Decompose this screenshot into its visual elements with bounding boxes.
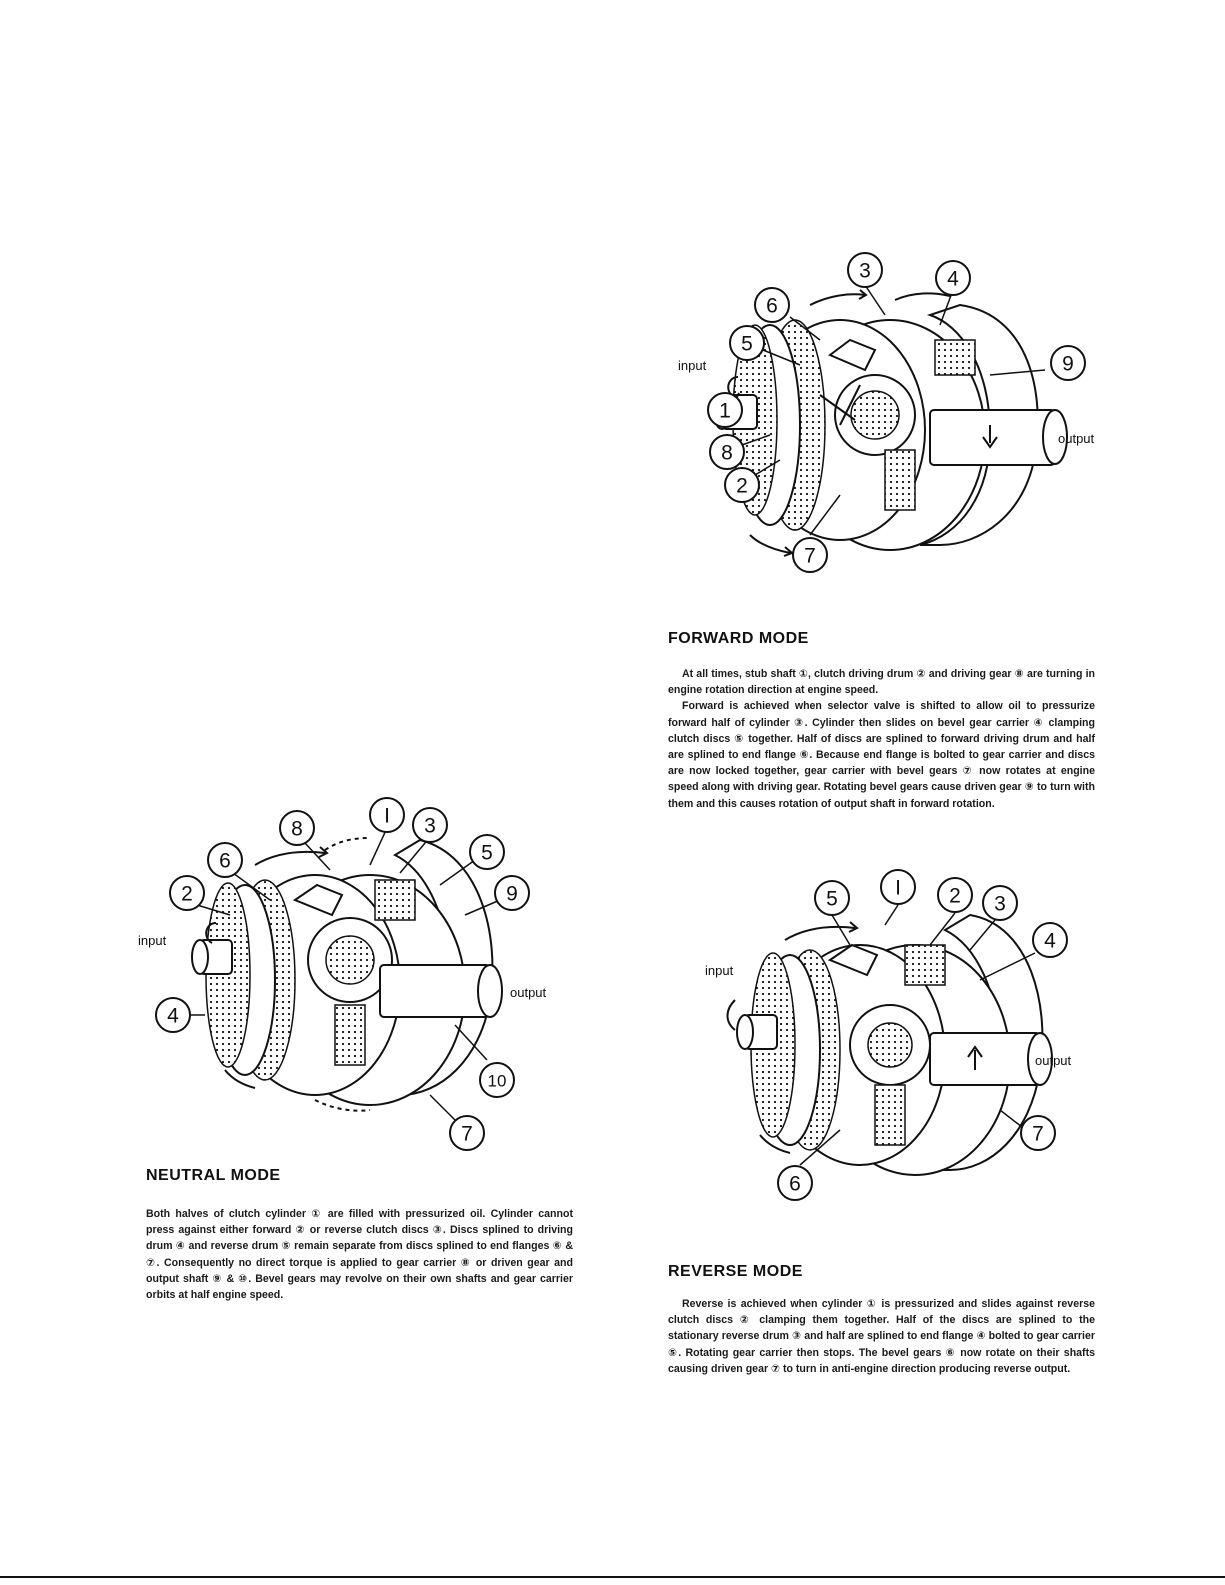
reverse-callout-4-circle (1032, 922, 1068, 958)
forward-paragraph-2: Forward is achieved when selector valve … (668, 700, 1095, 810)
reverse-gear-assembly (827, 943, 946, 1146)
reverse-callout-5: 5 (826, 888, 838, 911)
forward-rotation-arrow-top-right (894, 292, 951, 301)
forward-callout-9-circle (1050, 345, 1086, 381)
forward-callouts (707, 252, 1086, 573)
reverse-mode-title: REVERSE MODE (668, 1263, 803, 1280)
forward-callout-2-circle (724, 467, 760, 503)
neutral-gear-assembly (292, 879, 416, 1066)
neutral-output-label: output (510, 985, 547, 1000)
forward-callout-6-circle (754, 287, 790, 323)
reverse-output-shaft (929, 1032, 1053, 1086)
neutral-mode-description: Both halves of clutch cylinder ① are fil… (146, 1206, 573, 1303)
reverse-input-shaft (726, 999, 778, 1050)
reverse-callout-6-circle (777, 1165, 813, 1201)
forward-callout-7: 7 (804, 545, 816, 568)
forward-mode-diagram: 3 4 6 5 9 1 8 2 7 input output (660, 245, 1120, 585)
forward-callout-5-circle (729, 325, 765, 361)
neutral-callout-7: 7 (461, 1123, 473, 1146)
forward-callout-3: 3 (859, 260, 871, 283)
neutral-callout-10-circle (479, 1062, 515, 1098)
reverse-leader-lines (799, 904, 1036, 1166)
neutral-callout-4-circle (155, 997, 191, 1033)
reverse-callouts (777, 869, 1068, 1201)
reverse-input-label: input (705, 963, 734, 978)
forward-callout-4: 4 (947, 268, 959, 291)
neutral-rotation-arrow-top (254, 846, 329, 866)
neutral-rotation-arrow-dashed (324, 837, 371, 851)
reverse-callout-6: 6 (789, 1173, 801, 1196)
forward-callout-1: 1 (719, 400, 731, 423)
neutral-callout-8-circle (279, 810, 315, 846)
reverse-callout-1: I (895, 877, 901, 900)
forward-gear-assembly (819, 338, 976, 511)
neutral-callout-6-circle (207, 842, 243, 878)
forward-rotation-arrow-bottom (749, 534, 794, 557)
reverse-rotation-arrow-top (784, 921, 859, 941)
forward-callout-8-circle (709, 434, 745, 470)
forward-callout-9: 9 (1062, 353, 1074, 376)
neutral-callouts (155, 797, 530, 1151)
neutral-callout-10: 10 (488, 1072, 507, 1091)
neutral-output-shaft (379, 964, 503, 1018)
neutral-mode-title: NEUTRAL MODE (146, 1167, 281, 1184)
reverse-callout-2-circle (937, 877, 973, 913)
neutral-callout-3-circle (412, 807, 448, 843)
neutral-callout-9: 9 (506, 883, 518, 906)
neutral-callout-5-circle (469, 834, 505, 870)
neutral-callout-6: 6 (219, 850, 231, 873)
neutral-callout-2-circle (169, 875, 205, 911)
forward-callout-5: 5 (741, 333, 753, 356)
reverse-callout-4: 4 (1044, 930, 1056, 953)
forward-callout-4-circle (935, 260, 971, 296)
reverse-callout-7: 7 (1032, 1123, 1044, 1146)
reverse-mode-diagram: 5 I 2 3 4 7 6 input output (700, 865, 1100, 1215)
forward-callout-6: 6 (766, 295, 778, 318)
neutral-rotation-arrow-bottom (224, 1069, 256, 1089)
reverse-paragraph: Reverse is achieved when cylinder ① is p… (668, 1298, 1095, 1375)
forward-mode-title: FORWARD MODE (668, 630, 809, 647)
forward-callout-3-circle (847, 252, 883, 288)
forward-rotation-arrow-top (809, 289, 868, 306)
neutral-callout-2: 2 (181, 883, 193, 906)
neutral-callout-7-circle (449, 1115, 485, 1151)
neutral-callout-5: 5 (481, 842, 493, 865)
reverse-output-label: output (1035, 1053, 1072, 1068)
neutral-leader-lines (190, 827, 501, 1121)
reverse-callout-7-circle (1020, 1115, 1056, 1151)
neutral-callout-4: 4 (167, 1005, 179, 1028)
neutral-input-shaft (191, 922, 233, 975)
forward-output-shaft (929, 409, 1068, 466)
neutral-callout-1-circle (369, 797, 405, 833)
neutral-callout-1: I (384, 805, 390, 828)
reverse-callout-3: 3 (994, 893, 1006, 916)
forward-paragraph-1: At all times, stub shaft ①, clutch drivi… (668, 668, 1095, 697)
page-bottom-rule (0, 1576, 1225, 1578)
reverse-mode-description: Reverse is achieved when cylinder ① is p… (668, 1296, 1095, 1377)
forward-callout-8: 8 (721, 442, 733, 465)
neutral-callout-9-circle (494, 875, 530, 911)
reverse-callout-5-circle (814, 880, 850, 916)
neutral-callout-3: 3 (424, 815, 436, 838)
forward-callout-2: 2 (736, 475, 748, 498)
forward-output-label: output (1058, 431, 1095, 446)
neutral-mode-diagram: 8 I 3 6 5 2 9 4 10 7 input output (130, 795, 550, 1155)
reverse-callout-2: 2 (949, 885, 961, 908)
forward-mode-description: At all times, stub shaft ①, clutch drivi… (668, 666, 1095, 812)
forward-callout-1-circle (707, 392, 743, 428)
neutral-paragraph: Both halves of clutch cylinder ① are fil… (146, 1208, 573, 1302)
forward-callout-7-circle (792, 537, 828, 573)
reverse-callout-1-circle (880, 869, 916, 905)
forward-input-label: input (678, 358, 707, 373)
reverse-callout-3-circle (982, 885, 1018, 921)
neutral-input-label: input (138, 933, 167, 948)
neutral-callout-8: 8 (291, 818, 303, 841)
reverse-rotation-arrow-bottom (759, 1134, 791, 1154)
